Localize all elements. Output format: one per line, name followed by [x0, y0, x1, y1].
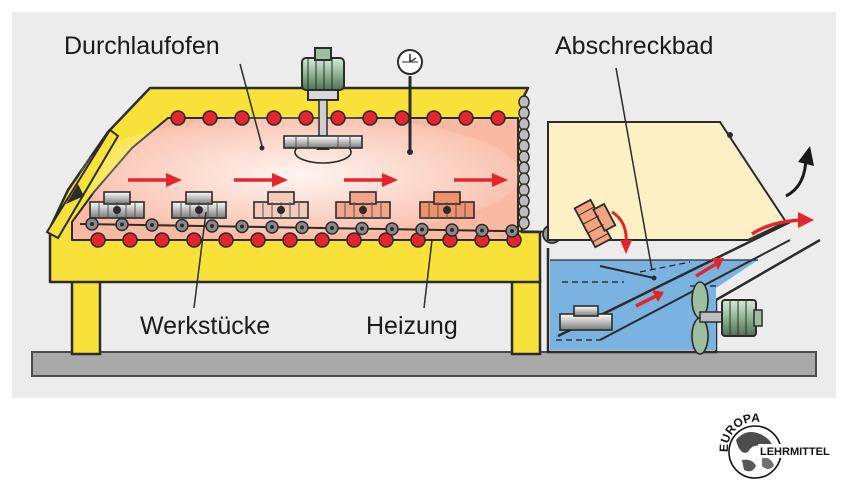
- door-chain: [518, 95, 530, 230]
- heater: [426, 110, 442, 126]
- heater: [298, 110, 314, 126]
- heater: [282, 232, 298, 248]
- continuous-furnace: [45, 47, 562, 356]
- chain-link: [518, 205, 530, 219]
- label-workpieces: Werkstücke: [140, 312, 270, 340]
- heater: [266, 110, 282, 126]
- label-quench: Abschreckbad: [555, 32, 713, 60]
- furnace-leg-left: [70, 278, 102, 356]
- roller: [325, 221, 339, 235]
- roller: [85, 217, 99, 231]
- flow-arrow: [234, 173, 288, 187]
- heater: [90, 232, 106, 248]
- roller: [265, 220, 279, 234]
- roller: [415, 222, 429, 237]
- rise-arrow-lower: [635, 294, 657, 308]
- falling-workpiece: [573, 198, 617, 249]
- water-line: [639, 261, 691, 273]
- heater: [154, 232, 170, 248]
- heater: [346, 232, 362, 248]
- agitator-motor: [721, 299, 763, 337]
- chain-link: [518, 161, 530, 175]
- label-furnace: Durchlaufofen: [64, 32, 220, 60]
- heater: [170, 110, 186, 126]
- furnace-leg-right: [510, 278, 542, 356]
- heater: [218, 232, 234, 248]
- flow-arrow: [344, 173, 398, 187]
- inlet-flap-arrow: [66, 184, 84, 204]
- chain-link: [518, 106, 530, 120]
- workpiece: [335, 191, 391, 219]
- chain-link: [518, 183, 530, 197]
- rise-arrow-upper: [695, 262, 717, 278]
- roller: [205, 219, 219, 233]
- agitator-propeller: [691, 281, 725, 355]
- flow-arrow: [128, 173, 182, 187]
- europa-lehrmittel-logo: EUROPA LEHRMITTEL: [717, 411, 836, 479]
- chain-link: [518, 194, 530, 208]
- heater: [490, 110, 506, 126]
- label-heating: Heizung: [366, 312, 458, 340]
- floor: [31, 351, 817, 377]
- thermometer: [397, 49, 423, 155]
- heater: [378, 232, 394, 248]
- quenched-workpiece: [559, 305, 613, 331]
- logo-bottom-text: LEHRMITTEL: [760, 446, 830, 458]
- roller: [355, 221, 369, 236]
- heater: [458, 110, 474, 126]
- heater: [394, 110, 410, 126]
- heater: [122, 232, 138, 248]
- heater: [234, 110, 250, 126]
- heater: [330, 110, 346, 126]
- chain-link: [518, 128, 530, 142]
- roller: [475, 223, 489, 238]
- inlet-flap: [45, 128, 120, 240]
- workpieces-in-furnace: [89, 191, 475, 219]
- heater: [250, 232, 266, 248]
- workpiece: [419, 191, 475, 219]
- roller: [295, 220, 309, 235]
- quench-tank: [546, 238, 821, 354]
- label-pointers: [193, 63, 653, 309]
- workpiece: [171, 191, 227, 219]
- fan-motor: [301, 47, 345, 137]
- chain-link: [518, 117, 530, 131]
- roller: [505, 224, 519, 238]
- chain-link: [518, 172, 530, 186]
- exit-arrow: [751, 218, 801, 236]
- flow-arrow: [454, 173, 508, 187]
- circulation-fan: [283, 135, 363, 164]
- roller: [385, 222, 399, 236]
- heater: [362, 110, 378, 126]
- roller: [175, 218, 189, 233]
- heaters-top: [170, 110, 506, 126]
- workpiece: [89, 191, 145, 219]
- roller: [445, 223, 459, 237]
- heater: [186, 232, 202, 248]
- flow-arrows: [128, 173, 508, 187]
- roller: [115, 217, 129, 232]
- chain-link: [518, 216, 530, 230]
- heater: [202, 110, 218, 126]
- quench-bath: [546, 121, 821, 355]
- roller: [145, 218, 159, 232]
- chain-link: [518, 95, 530, 109]
- chain-link: [518, 139, 530, 153]
- workpiece: [253, 191, 309, 219]
- roller: [235, 219, 249, 234]
- heater: [314, 232, 330, 248]
- chain-link: [518, 150, 530, 164]
